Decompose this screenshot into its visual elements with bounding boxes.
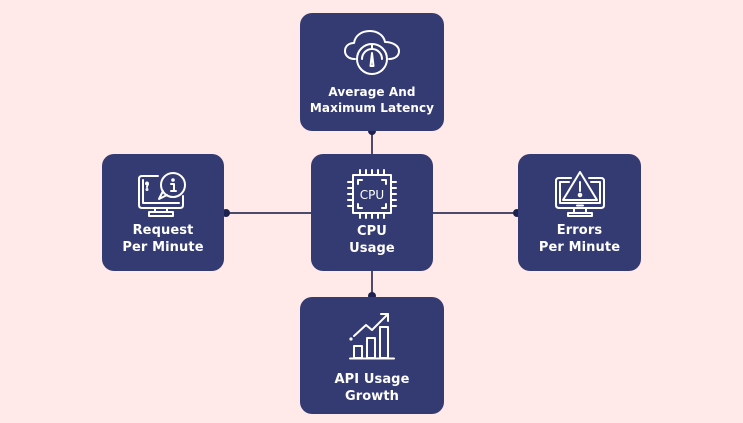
- cpu-chip-text: CPU: [360, 188, 384, 202]
- node-api-usage-growth[interactable]: API Usage Growth: [300, 297, 444, 414]
- connector-dot-bottom: [368, 292, 376, 300]
- node-average-max-latency[interactable]: Average And Maximum Latency: [300, 13, 444, 131]
- connector-center-to-right: [433, 212, 518, 214]
- monitor-info-chat-icon: [138, 172, 186, 217]
- connector-dot-left: [222, 209, 230, 217]
- node-errors-per-minute[interactable]: Errors Per Minute: [518, 154, 641, 271]
- cpu-chip-icon: CPU: [347, 169, 397, 219]
- connector-center-to-top: [371, 131, 373, 154]
- node-label: CPU Usage: [349, 224, 395, 256]
- node-cpu-usage[interactable]: CPU CPU Usage: [311, 154, 433, 271]
- node-request-per-minute[interactable]: Request Per Minute: [102, 154, 224, 271]
- node-label: API Usage Growth: [334, 372, 410, 404]
- node-label: Errors Per Minute: [538, 223, 621, 255]
- connector-dot-top: [368, 127, 376, 135]
- node-label: Average And Maximum Latency: [309, 85, 435, 115]
- connector-center-to-bottom: [371, 271, 373, 297]
- connector-center-to-left: [224, 212, 311, 214]
- connector-dot-right: [513, 209, 521, 217]
- bar-chart-growth-icon: [349, 313, 395, 360]
- cloud-speedometer-icon: [344, 30, 400, 75]
- monitor-warning-icon: [554, 171, 605, 217]
- node-label: Request Per Minute: [122, 223, 204, 255]
